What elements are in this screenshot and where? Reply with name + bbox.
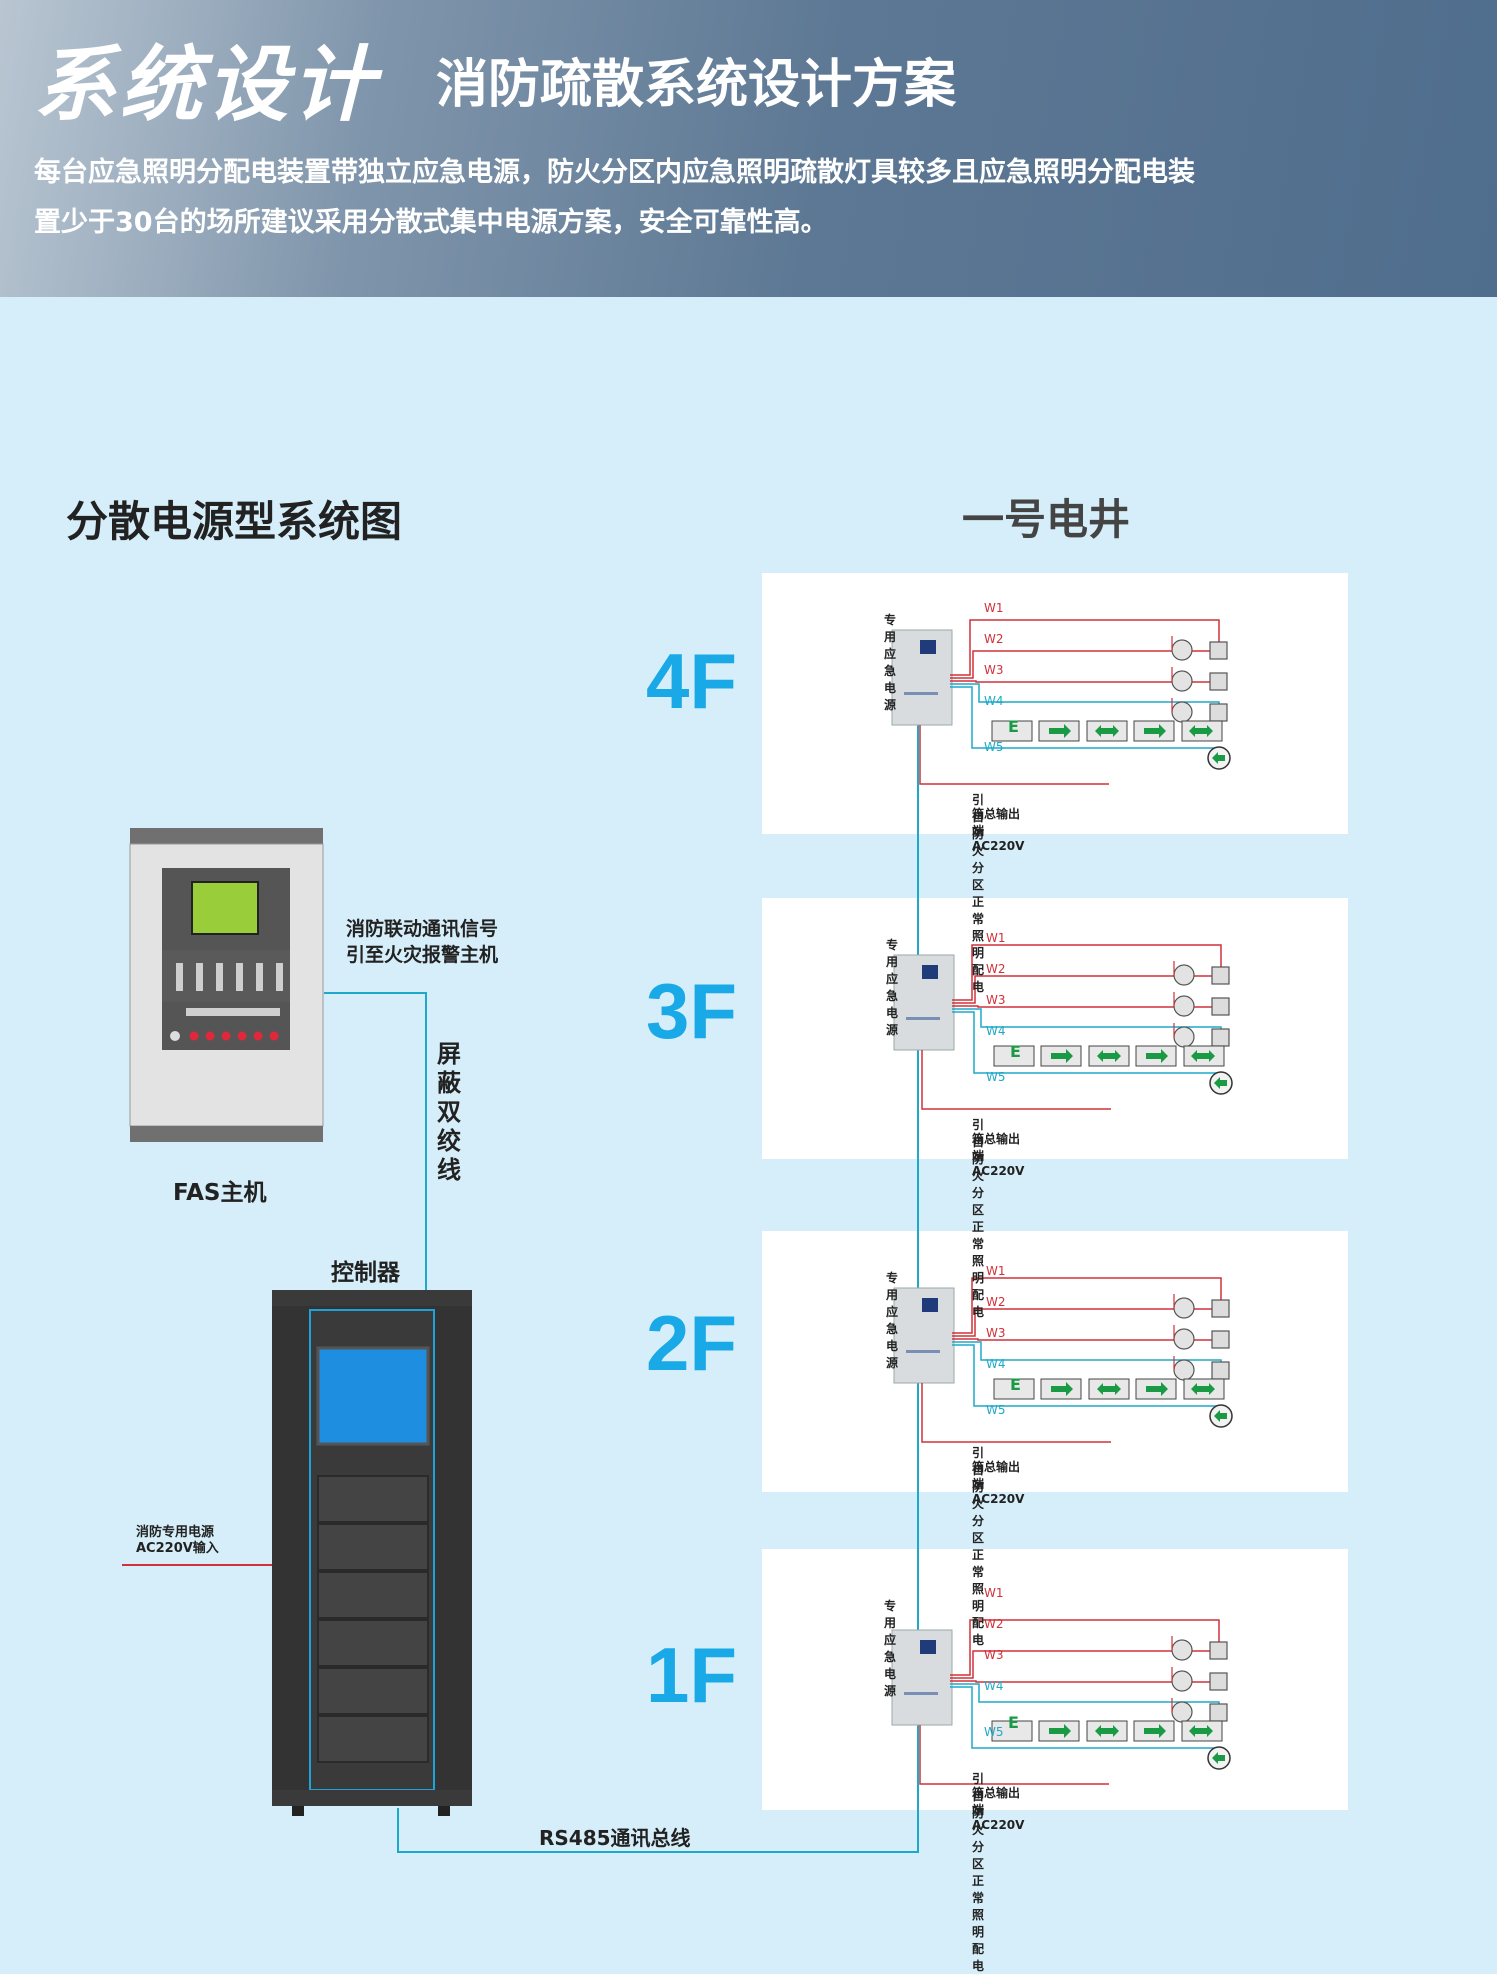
power-label: 专用应急电源 [884,613,897,712]
circuit-w3: W3 [986,993,1006,1007]
mains-label-1: 引自防火分区正常照明配电 [972,1118,985,1319]
circuit-w3: W3 [984,663,1004,677]
power-input-label-2: AC220V输入 [136,1541,219,1556]
circuit-w5: W5 [986,1403,1006,1417]
circuit-w1: W1 [986,931,1006,945]
circuit-w1: W1 [986,1264,1006,1278]
header-desc-line1: 每台应急照明分配电装置带独立应急电源，防火分区内应急照明疏散灯具较多且应急照明分… [34,157,1195,188]
header-desc-line2: 置少于30台的场所建议采用分散式集中电源方案，安全可靠性高。 [34,207,828,238]
shaft-title: 一号电井 [962,495,1131,544]
header-banner: 系统设计 消防疏散系统设计方案 每台应急照明分配电装置带独立应急电源，防火分区内… [0,0,1497,297]
mains-label-2: 箱总输出端AC220V [972,1132,1025,1178]
header-big-title: 系统设计 [34,38,378,133]
section-title: 分散电源型系统图 [66,497,403,546]
controller-cabinet [272,1290,472,1816]
circuit-w5: W5 [984,1725,1004,1739]
power-label: 专用应急电源 [886,938,899,1037]
circuit-w3: W3 [984,1648,1004,1662]
controller-label: 控制器 [331,1260,400,1286]
mains-label-2: 箱总输出端AC220V [972,1460,1025,1506]
floor-panel-3f [762,898,1348,1159]
circuit-w2: W2 [986,1295,1006,1309]
bus-label: RS485通讯总线 [539,1826,691,1850]
circuit-w2: W2 [984,632,1004,646]
fas-signal-label-2: 引至火灾报警主机 [346,944,499,966]
exit-sign-letter: E [1008,717,1019,736]
circuit-w4: W4 [984,1679,1004,1693]
mains-label-1: 引自防火分区正常照明配电 [972,793,985,994]
circuit-w3: W3 [986,1326,1006,1340]
system-diagram [122,573,1348,1853]
mains-label-1: 引自防火分区正常照明配电 [972,1446,985,1647]
circuit-w4: W4 [986,1024,1006,1038]
cable-label: 屏蔽双绞线 [437,1040,461,1184]
circuit-w2: W2 [986,962,1006,976]
header-subtitle: 消防疏散系统设计方案 [436,55,957,115]
circuit-w5: W5 [984,740,1004,754]
power-input-label-1: 消防专用电源 [136,1525,215,1540]
circuit-w1: W1 [984,601,1004,615]
floor-label-2f: 2F [646,1299,738,1387]
circuit-w5: W5 [986,1070,1006,1084]
floor-label-1f: 1F [646,1631,738,1719]
exit-sign-letter: E [1008,1713,1019,1732]
power-label: 专用应急电源 [884,1599,897,1698]
circuit-w1: W1 [984,1586,1004,1600]
floor-panel-4f [762,573,1348,834]
exit-sign-letter: E [1010,1042,1021,1061]
fas-host-cabinet [129,828,324,1142]
floor-label-3f: 3F [646,967,738,1055]
circuit-w2: W2 [984,1617,1004,1631]
floor-panel-2f [762,1231,1348,1492]
exit-sign-letter: E [1010,1375,1021,1394]
circuit-w4: W4 [984,694,1004,708]
mains-label-2: 箱总输出端AC220V [972,807,1025,853]
fas-label: FAS主机 [173,1180,267,1206]
power-label: 专用应急电源 [886,1271,899,1370]
fas-signal-label-1: 消防联动通讯信号 [346,918,499,940]
floor-panel-1f [762,1549,1348,1810]
circuit-w4: W4 [986,1357,1006,1371]
mains-label-2: 箱总输出端AC220V [972,1786,1025,1832]
floor-label-4f: 4F [646,637,738,725]
